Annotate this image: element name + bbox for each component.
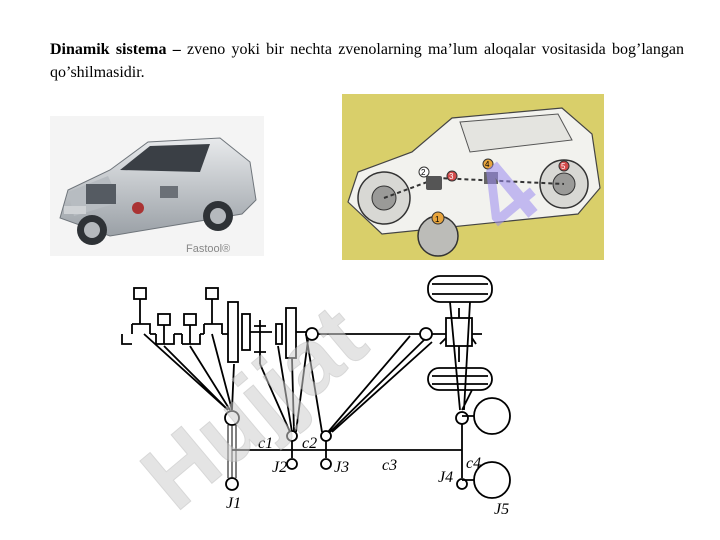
label-j2: J2 (272, 459, 287, 476)
dynamic-system-diagram: c1 c2 c3 c4 J1 J2 J3 J4 J5 (121, 275, 511, 518)
definition-paragraph: Dinamik sistema – zveno yoki bir nechta … (50, 38, 684, 84)
label-c3: c3 (382, 457, 397, 474)
label-j3: J3 (334, 459, 349, 476)
label-c1: c1 (258, 435, 273, 452)
label-j5: J5 (494, 501, 509, 518)
label-j1: J1 (226, 495, 241, 512)
definition-text: zveno yoki bir nechta zvenolarning ma’lu… (50, 41, 684, 81)
car-cutaway-photo: Fastool® (50, 116, 264, 256)
marker-1: 1 (435, 215, 440, 224)
label-c2: c2 (302, 435, 317, 452)
label-c4: c4 (466, 455, 481, 472)
term-dinamik-sistema: Dinamik sistema (50, 41, 167, 58)
marker-4: 4 (485, 160, 490, 169)
marker-3: 3 (449, 172, 454, 181)
suv-drivetrain-icon: 1 2 3 4 5 (347, 107, 601, 257)
term-dash: – (166, 41, 187, 58)
suv-drivetrain-photo: 1 2 3 4 5 (342, 94, 604, 260)
car-cutaway-icon: Fastool® (59, 137, 257, 255)
label-j4: J4 (438, 469, 453, 486)
marker-5: 5 (561, 162, 566, 171)
photo-watermark-text: Fastool® (186, 243, 230, 255)
marker-2: 2 (421, 168, 426, 177)
